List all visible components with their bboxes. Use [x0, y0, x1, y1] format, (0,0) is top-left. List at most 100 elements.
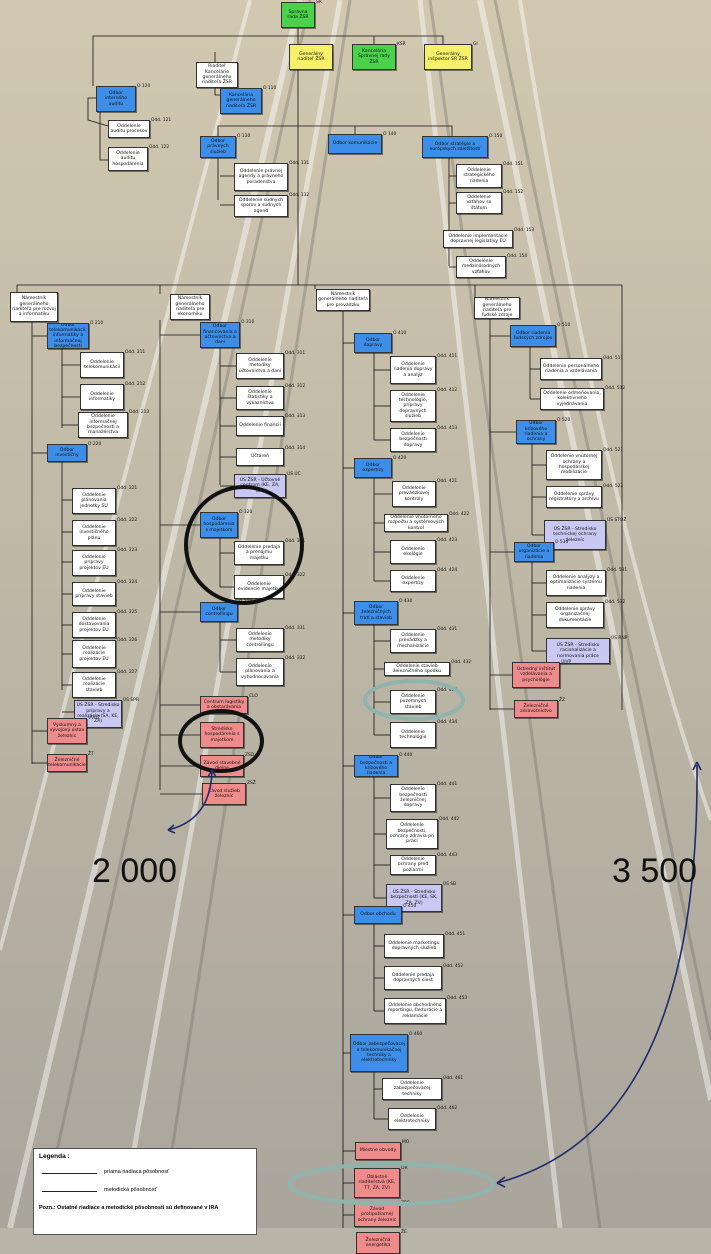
org-unit-fin: Odbor financovania a účtovníctva a daní	[200, 322, 240, 348]
org-unit-riadkanc: Riaditeľ Kancelárie generálneho riaditeľ…	[196, 62, 238, 88]
org-unit-code-uc: ÚS ÚC	[287, 472, 301, 477]
org-unit-code-l512: Odd. 512	[605, 386, 626, 391]
org-unit-obch: Odbor obchodu	[354, 906, 402, 924]
org-unit-gr: Generálny riaditeľ ŽSR	[289, 44, 333, 70]
org-unit-f311: Oddelenie metodiky účtovníctva a daní	[236, 353, 284, 379]
org-unit-code-k521: Odd. 521	[603, 448, 624, 453]
org-unit-code-e424: Odd. 424	[437, 568, 458, 573]
connector-line	[214, 88, 220, 96]
legend-line-solid	[42, 1173, 97, 1174]
org-unit-code-i221: Odd. 221	[117, 486, 138, 491]
org-unit-code-org: O 530	[555, 540, 569, 545]
org-unit-d413: Oddelenie bezpečnosti dopravy	[390, 428, 436, 452]
org-unit-auto: Odbor zabezpečovacej a telekomunikačnej …	[350, 1034, 408, 1072]
org-unit-code-d411: Odd. 411	[437, 354, 458, 359]
org-unit-inv: Odbor investičný	[47, 444, 87, 462]
org-unit-code-pravny: O 130	[237, 134, 251, 139]
legend: Legenda : priama riadiaca pôsobnosť meto…	[33, 1148, 257, 1235]
legend-item-1: metodická pôsobnosť	[104, 1187, 157, 1193]
org-unit-nam5: Námestník generálneho riaditeľa pre ľuds…	[474, 297, 520, 319]
org-unit-h321: Oddelenie predaja a prenájmu majetku	[234, 541, 284, 565]
org-chart-connectors	[16, 28, 623, 1228]
org-unit-code-i225: Odd. 225	[117, 610, 138, 615]
org-unit-code-obch: O 450	[403, 904, 417, 909]
org-unit-tel: Odbor telekomunikácií, informatiky a inf…	[47, 323, 89, 349]
org-unit-str4: Oddelenie medzinárodných vzťahov	[456, 256, 506, 278]
org-unit-code-zsz: ZSŽ	[247, 781, 256, 786]
org-unit-code-g532: Odd. 532	[605, 600, 626, 605]
org-unit-code-o452: Odd. 452	[443, 964, 464, 969]
org-unit-audit: Odbor interného auditu	[96, 86, 136, 112]
org-unit-c331: Oddelenie metodiky controllingu	[236, 628, 284, 652]
org-unit-a462: Oddelenie elektrotechniky	[388, 1108, 436, 1130]
org-unit-code-i222: Odd. 222	[117, 518, 138, 523]
org-unit-code-str2: Odd. 152	[503, 190, 524, 195]
org-unit-code-auto: O 460	[409, 1032, 423, 1037]
org-unit-t212: Oddelenie informatiky	[80, 384, 124, 410]
org-unit-code-prav2: Odd. 132	[289, 193, 310, 198]
org-unit-nam2: Námestník generálneho riaditeľa pre rozv…	[10, 292, 58, 322]
org-unit-code-d413: Odd. 413	[437, 426, 458, 431]
legend-note: Pozn.: Ostatné riadiace a metodické pôso…	[39, 1205, 219, 1211]
org-unit-i227: Oddelenie realizácie stavieb	[72, 672, 116, 698]
org-unit-gi: Generálny inšpektor SR ŽSR	[424, 44, 472, 70]
org-unit-or: Oblastné riaditeľstvá (KE, TT, ZA, ZV)	[354, 1168, 400, 1198]
org-unit-code-f312: Odd. 312	[285, 384, 306, 389]
org-unit-mo: Miestne obvody	[355, 1142, 401, 1160]
org-unit-i226: Oddelenie realizácie projektov EÚ	[72, 640, 116, 668]
org-unit-code-hosp: O 320	[239, 510, 253, 515]
org-unit-code-ze: ŽE	[401, 1230, 407, 1235]
org-unit-code-clo: CLO	[249, 694, 258, 699]
org-unit-code-b443: Odd. 443	[437, 853, 458, 858]
org-unit-strat: Odbor stratégie a európskych záležitostí	[422, 136, 488, 158]
org-unit-code-k522: Odd. 522	[603, 484, 624, 489]
org-unit-t213: Oddelenie informačnej bezpečnosti a mana…	[78, 412, 128, 438]
org-unit-kom: Odbor komunikácie	[328, 134, 382, 154]
org-unit-i225: Oddelenie dostavovania projektov EÚ	[72, 612, 116, 638]
org-unit-kancsr: Kancelária Správnej rady ŽSR	[352, 44, 396, 70]
connector-line	[217, 125, 298, 136]
org-unit-shm: Stredisko hospodárenia s majetkom	[200, 722, 244, 748]
org-unit-zsd: Závod stavebné dielne	[200, 755, 244, 777]
org-unit-z432: Oddelenie stavieb železničného spodku	[384, 662, 450, 676]
number-3500: 3 500	[612, 852, 698, 890]
org-unit-code-i226: Odd. 226	[117, 638, 138, 643]
org-unit-dop: Odbor dopravy	[354, 333, 392, 353]
org-unit-d411: Oddelenie riadenia dopravy a analýz	[390, 356, 436, 384]
org-unit-f313: Oddelenie financií	[236, 416, 284, 436]
org-unit-rnp: ÚS ŽSR - Stredisko racionalizácie a norm…	[546, 638, 610, 664]
org-unit-code-vvzs: VVÚŽ	[88, 716, 101, 721]
connector-line	[99, 112, 108, 161]
org-unit-code-inv: O 220	[88, 442, 102, 447]
org-unit-code-i223: Odd. 223	[117, 548, 138, 553]
org-unit-code-z431: Odd. 431	[437, 627, 458, 632]
org-unit-code-zt2: O 430	[399, 599, 413, 604]
org-unit-code-t212: Odd. 212	[125, 382, 146, 387]
org-unit-code-a461: Odd. 461	[443, 1076, 464, 1081]
org-unit-code-i224: Odd. 224	[117, 580, 138, 585]
org-unit-code-mo: MO	[402, 1140, 410, 1145]
org-unit-code-zpo: ZPO	[401, 1201, 411, 1206]
org-unit-g531: Oddelenie analýzy a optimalizácie systém…	[546, 570, 606, 596]
org-unit-zt2: Odbor železničných tratí a stavieb	[354, 601, 398, 625]
org-unit-code-exp: O 420	[393, 456, 407, 461]
org-unit-zzz: Železničné zdravotníctvo	[514, 700, 558, 718]
org-unit-code-l511: Odd. 511	[603, 356, 624, 361]
org-unit-code-h321: Odd. 321	[285, 539, 306, 544]
org-unit-code-c331: Odd. 331	[285, 626, 306, 631]
org-unit-code-t211: Odd. 211	[125, 350, 146, 355]
org-unit-e422: Oddelenie vnútorného rozpočtu a systémov…	[384, 514, 448, 532]
org-unit-str3: Oddelenie implementácie dopravnej legisl…	[443, 230, 513, 248]
org-unit-code-uvp: ÚIVP	[561, 660, 572, 665]
org-unit-code-e422: Odd. 422	[449, 512, 470, 517]
org-unit-ze: Železničná energetika	[356, 1232, 400, 1254]
org-unit-code-z433: Odd. 433	[437, 688, 458, 693]
org-unit-e424: Oddelenie expertízy	[390, 570, 436, 592]
org-unit-zpo: Závod protipožiarnej ochrany železníc	[354, 1203, 400, 1227]
org-unit-o451: Oddelenie marketingu dopravných služieb	[384, 934, 444, 958]
org-unit-str1: Oddelenie strategického riadenia	[456, 164, 502, 188]
org-unit-o452: Oddelenie predaja dopravných ciest	[384, 966, 442, 990]
org-unit-prav2: Oddelenie súdnych sporov a súdnych agend	[234, 195, 288, 217]
org-unit-k522: Oddelenie správy registratúry a archívu	[546, 486, 602, 508]
org-unit-clo: Centrum logistiky a obstarávania	[200, 696, 248, 714]
